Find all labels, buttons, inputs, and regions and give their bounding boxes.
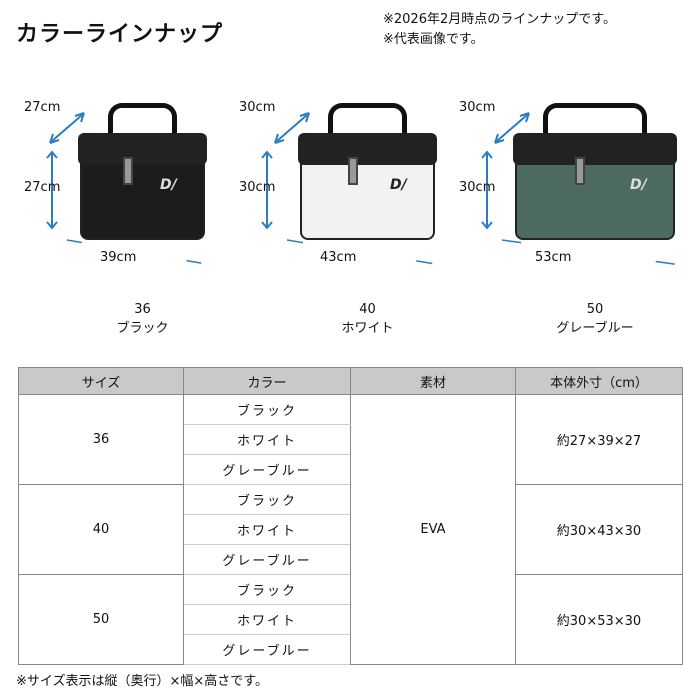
color-cell: ブラック [183, 394, 351, 425]
color-cell: ホワイト [183, 514, 351, 545]
height-label: 30cm [239, 180, 276, 195]
dimensions-cell: 約27×39×27 [515, 394, 683, 485]
product-color: ホワイト [341, 321, 394, 336]
product-size: 50 [586, 302, 604, 317]
bag-clasp [575, 157, 585, 185]
height-arrow [481, 150, 493, 230]
bag-handle [328, 103, 407, 143]
notes: ※2026年2月時点のラインナップです。 ※代表画像です。 [383, 10, 616, 50]
page-title: カラーラインナップ [16, 22, 224, 47]
note-lineup-date: ※2026年2月時点のラインナップです。 [383, 12, 616, 27]
table-row: グレーブルー [19, 634, 683, 665]
table-row: ホワイト [19, 424, 683, 455]
product-size: 40 [359, 302, 376, 317]
depth-label: 30cm [239, 100, 276, 115]
product-40: D/ 40 ホワイト 30cm 30cm 43cm [235, 95, 465, 345]
header-size: サイズ [18, 367, 184, 395]
daiwa-logo: D/ [160, 177, 177, 193]
depth-label: 30cm [459, 100, 496, 115]
width-arrow [66, 239, 219, 267]
bag-handle [543, 103, 647, 143]
height-arrow [261, 150, 273, 230]
bag-lid [78, 133, 207, 165]
footnote: ※サイズ表示は縦（奥行）×幅×高さです。 [16, 674, 268, 689]
bag-clasp [347, 157, 358, 185]
table-row: グレーブルー [19, 454, 683, 485]
dimensions-cell: 約30×43×30 [515, 484, 683, 575]
bag-lid [513, 133, 677, 165]
table-row: ホワイト [19, 604, 683, 635]
size-cell: 36 [18, 394, 184, 485]
depth-arrow [49, 112, 85, 144]
header-dimensions: 本体外寸（cm） [515, 367, 683, 395]
product-caption: 40 ホワイト [253, 300, 483, 338]
table-row: グレーブルー [19, 544, 683, 575]
daiwa-logo: D/ [390, 177, 407, 193]
header-material: 素材 [350, 367, 516, 395]
width-arrow [286, 239, 449, 267]
bag-lid [298, 133, 437, 165]
height-arrow [46, 150, 58, 230]
color-cell: グレーブルー [183, 544, 351, 575]
header-color: カラー [183, 367, 351, 395]
depth-arrow [274, 112, 310, 144]
width-arrow [501, 239, 689, 267]
depth-label: 27cm [24, 100, 61, 115]
color-cell: ブラック [183, 574, 351, 605]
depth-arrow [494, 112, 530, 144]
product-color: ブラック [116, 321, 169, 336]
product-caption: 36 ブラック [28, 300, 258, 338]
size-cell: 40 [18, 484, 184, 575]
height-label: 30cm [459, 180, 496, 195]
bag-handle [108, 103, 177, 143]
width-label: 39cm [100, 250, 137, 265]
product-36: D/ 36 ブラック 27cm 27cm 39cm [20, 95, 250, 345]
width-label: 43cm [320, 250, 357, 265]
table-row: ホワイト [19, 514, 683, 545]
note-representative-image: ※代表画像です。 [383, 32, 484, 47]
color-cell: ブラック [183, 484, 351, 515]
material-cell: EVA [350, 394, 516, 665]
color-cell: ホワイト [183, 604, 351, 635]
size-cell: 50 [18, 574, 184, 665]
color-cell: グレーブルー [183, 454, 351, 485]
color-cell: グレーブルー [183, 634, 351, 665]
product-50: D/ 50 グレーブルー 30cm 30cm 53cm [455, 95, 689, 345]
width-label: 53cm [535, 250, 572, 265]
dimensions-cell: 約30×53×30 [515, 574, 683, 665]
product-size: 36 [134, 302, 151, 317]
product-caption: 50 グレーブルー [480, 300, 700, 338]
height-label: 27cm [24, 180, 61, 195]
product-color: グレーブルー [556, 321, 634, 336]
bag-clasp [122, 157, 133, 185]
color-cell: ホワイト [183, 424, 351, 455]
daiwa-logo: D/ [630, 177, 647, 193]
